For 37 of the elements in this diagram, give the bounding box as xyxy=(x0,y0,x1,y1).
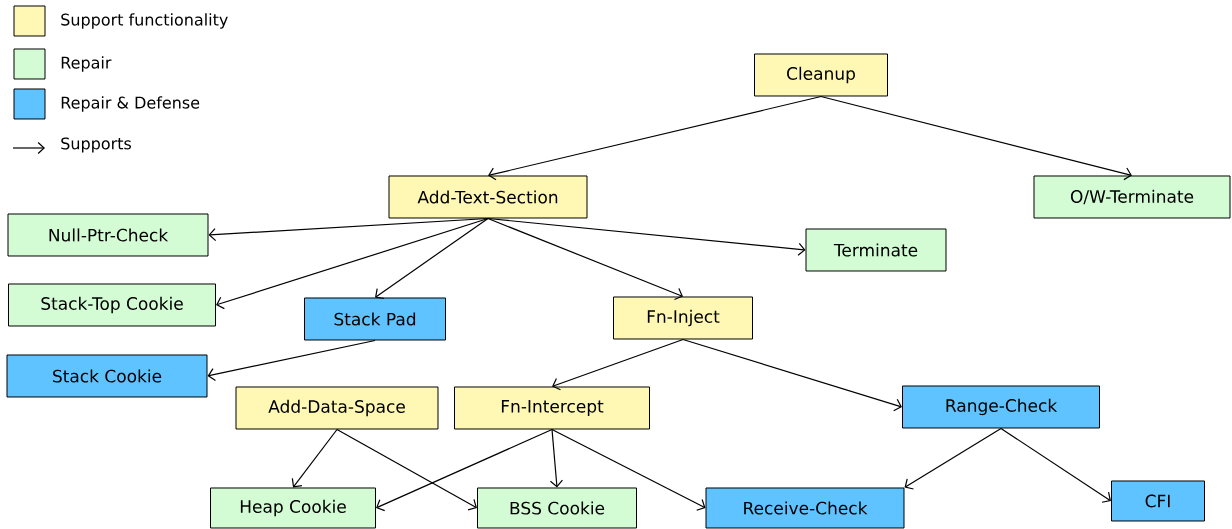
defense-box: CFI xyxy=(1111,480,1205,522)
arrow xyxy=(375,217,489,300)
support-box: Add-Data-Space xyxy=(235,386,439,430)
arrow xyxy=(904,427,1002,490)
repair-box: Null-Ptr-Check xyxy=(7,213,209,257)
arrow xyxy=(552,338,684,391)
arrow xyxy=(207,339,376,382)
arrow xyxy=(336,428,477,511)
support-box: Fn-Intercept xyxy=(454,386,650,430)
defense-box: Stack Pad xyxy=(304,297,446,341)
arrow xyxy=(208,217,489,242)
arrow xyxy=(291,428,338,488)
legend-label: Repair xyxy=(61,56,112,72)
arrow xyxy=(216,217,489,310)
repair-box: Stack-Top Cookie xyxy=(8,283,216,327)
arrow xyxy=(376,428,553,512)
repair-box: Terminate xyxy=(805,228,947,272)
arrow xyxy=(487,217,683,301)
arrow xyxy=(551,428,706,511)
legend-label: Support functionality xyxy=(61,13,228,29)
arrow xyxy=(1000,427,1111,503)
defense-box: Range-Check xyxy=(902,385,1100,429)
defense-box: Stack Cookie xyxy=(6,354,208,398)
arrow xyxy=(820,95,1132,181)
arrow xyxy=(682,338,902,412)
arrow xyxy=(487,217,806,256)
arrow xyxy=(549,428,563,488)
defense-box: Receive-Check xyxy=(705,487,905,529)
legend-label: Supports xyxy=(61,137,132,153)
support-box: Add-Text-Section xyxy=(388,175,588,219)
repair-box: Heap Cookie xyxy=(210,487,376,529)
arrow xyxy=(488,95,822,181)
legend-label: Repair & Defense xyxy=(61,96,200,112)
support-box: Fn-Inject xyxy=(613,296,753,340)
repair-box: BSS Cookie xyxy=(477,487,637,529)
repair-box: O/W-Terminate xyxy=(1033,175,1231,219)
support-box: Cleanup xyxy=(754,53,888,97)
